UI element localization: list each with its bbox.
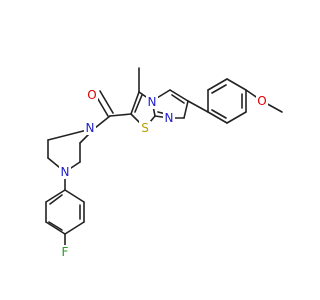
bond-imidazole-2-inner xyxy=(171,94,185,104)
bond-lines xyxy=(45,67,283,249)
atom-sulfur-label: S xyxy=(141,121,149,135)
bond-methoxyphenyl-5 xyxy=(226,111,247,124)
bond-imidazole-2 xyxy=(169,89,189,102)
bond-fluorophenyl-1 xyxy=(64,189,85,203)
atom-n-piperazine-top: N xyxy=(84,121,96,135)
atom-fluorine-label: F xyxy=(62,245,69,259)
bond-imidazole-aryl xyxy=(187,100,209,113)
atom-o-methoxy: O xyxy=(256,94,268,108)
atom-n-piperazine-bottom-label: N xyxy=(61,165,70,179)
bond-methoxyphenyl-inner-3 xyxy=(211,109,227,119)
bond-methoxyphenyl-3 xyxy=(226,78,247,91)
atom-n-piperazine-top-label: N xyxy=(86,121,95,135)
bond-carbonyl-c-n xyxy=(94,115,111,129)
bond-carbonyl-c-thiazole xyxy=(109,113,132,117)
atom-o-carbonyl: O xyxy=(86,88,98,102)
atom-sulfur: S xyxy=(139,121,151,135)
molecule-diagram: O N N F N N S O xyxy=(45,67,283,259)
bond-imidazole-3 xyxy=(183,100,189,119)
bond-fluorophenyl-inner-2 xyxy=(48,221,63,231)
bond-carbonyl-c-o-2 xyxy=(99,90,114,114)
atom-o-methoxy-label: O xyxy=(257,94,266,108)
atom-o-carbonyl-label: O xyxy=(87,88,96,102)
atom-n-bridgehead: N xyxy=(146,95,158,109)
bond-thiazole-1 xyxy=(130,91,140,115)
bond-methoxyphenyl-2 xyxy=(207,78,228,91)
bond-fluorophenyl-6 xyxy=(45,189,66,203)
atom-n-bridgehead-label: N xyxy=(148,95,157,109)
atom-fluorine: F xyxy=(59,245,71,259)
atom-n-piperazine-bottom: N xyxy=(59,165,71,179)
atom-n-imidazole-label: N xyxy=(165,111,174,125)
bond-methoxyphenyl-6 xyxy=(207,111,228,124)
bond-thiazole-1-inner xyxy=(134,94,143,113)
atom-labels: O N N F N N S O xyxy=(59,88,268,259)
bond-fluorophenyl-4 xyxy=(45,221,66,235)
bond-methoxyphenyl-inner-1 xyxy=(211,84,227,94)
molecule-structure: O N N F N N S O xyxy=(45,67,283,259)
bond-fluorophenyl-3 xyxy=(64,221,85,235)
atom-n-imidazole: N xyxy=(163,111,175,125)
bond-fluorophenyl-inner-3 xyxy=(49,194,63,205)
